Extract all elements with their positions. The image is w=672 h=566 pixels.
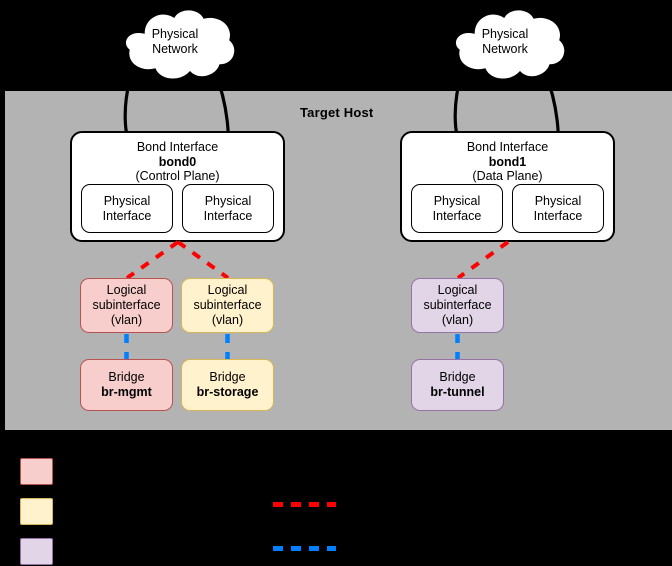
bridge-br-mgmt-label: Bridge br-mgmt xyxy=(101,370,152,399)
bond1-physical-interface-1: Physical Interface xyxy=(411,184,503,233)
legend-swatch-purple xyxy=(20,538,53,565)
logical-subinterface-storage: Logical subinterface (vlan) xyxy=(181,278,274,333)
legend-swatch-yellow xyxy=(20,498,53,525)
bridge-br-tunnel-label: Bridge br-tunnel xyxy=(430,370,485,399)
cloud-left-text: Physical Network xyxy=(151,27,199,56)
bond1-iface2-label: Physical Interface xyxy=(533,193,583,223)
cloud-physical-network-left: Physical Network xyxy=(110,5,240,85)
bond0-title: Bond Interface bond0 (Control Plane) xyxy=(135,140,220,183)
logical-subinterface-tunnel: Logical subinterface (vlan) xyxy=(411,278,504,333)
logical-subinterface-mgmt-label: Logical subinterface (vlan) xyxy=(92,283,161,327)
bond-group-bond0: Bond Interface bond0 (Control Plane) Phy… xyxy=(70,131,285,242)
bond1-title: Bond Interface bond1 (Data Plane) xyxy=(466,140,549,183)
cloud-right-text: Physical Network xyxy=(481,27,529,56)
bridge-br-storage-label: Bridge br-storage xyxy=(196,370,259,399)
bond0-physical-interface-1: Physical Interface xyxy=(81,184,173,233)
legend-dash-blue xyxy=(273,546,336,551)
logical-subinterface-tunnel-label: Logical subinterface (vlan) xyxy=(423,283,492,327)
bond0-iface1-label: Physical Interface xyxy=(102,193,152,223)
legend-swatch-pink xyxy=(20,458,53,485)
bridge-br-tunnel: Bridge br-tunnel xyxy=(411,359,504,411)
bond1-iface1-label: Physical Interface xyxy=(432,193,482,223)
bridge-br-mgmt: Bridge br-mgmt xyxy=(80,359,173,411)
bond1-physical-interface-2: Physical Interface xyxy=(512,184,604,233)
bond0-iface2-label: Physical Interface xyxy=(203,193,253,223)
legend-dash-red xyxy=(273,502,336,507)
logical-subinterface-mgmt: Logical subinterface (vlan) xyxy=(80,278,173,333)
bridge-br-storage: Bridge br-storage xyxy=(181,359,274,411)
bond0-physical-interface-2: Physical Interface xyxy=(182,184,274,233)
logical-subinterface-storage-label: Logical subinterface (vlan) xyxy=(193,283,262,327)
bond-group-bond1: Bond Interface bond1 (Data Plane) Physic… xyxy=(400,131,615,242)
target-host-label: Target Host xyxy=(300,105,374,120)
cloud-physical-network-right: Physical Network xyxy=(440,5,570,85)
